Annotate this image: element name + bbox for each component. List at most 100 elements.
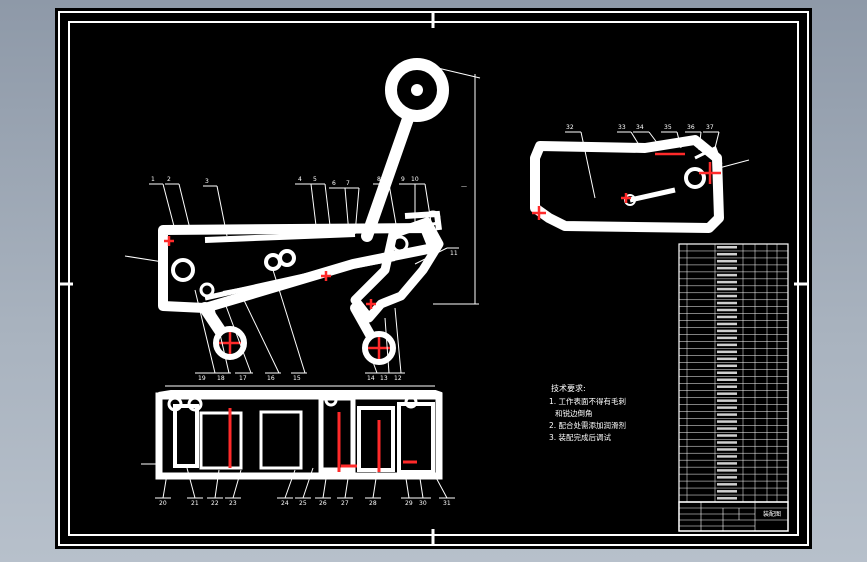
leaders-bottom [194, 269, 405, 374]
parts-row-entry [717, 280, 737, 284]
balloon-32: 32 [566, 124, 574, 131]
parts-row-entry [717, 448, 737, 451]
parts-row-entry [717, 476, 737, 479]
leaders-plan [155, 467, 455, 499]
parts-row-entry [717, 462, 737, 465]
pin-5 [391, 235, 409, 253]
balloon-21: 21 [191, 500, 199, 507]
lower-link-edge [222, 259, 396, 293]
parts-row-entry [717, 273, 737, 277]
plan-view: 20 21 22 23 24 25 26 27 28 29 30 31 [141, 385, 455, 507]
centering-marks [59, 12, 808, 545]
technical-notes: 技术要求: 1. 工作表面不得有毛刺 和锐边倒角 2. 配合处需添加润滑剂 3.… [549, 383, 626, 442]
parts-row-entry [717, 336, 737, 340]
balloon-15: 15 [293, 375, 301, 382]
notes-title: 技术要求: [551, 383, 586, 393]
parts-row-entry [717, 252, 737, 256]
parts-row-entry [717, 385, 737, 388]
plan-part-c [259, 410, 303, 470]
parts-row-entry [717, 406, 737, 409]
balloon-36: 36 [687, 124, 695, 131]
parts-row-entry [717, 392, 737, 395]
center-marks-inset [532, 152, 721, 220]
lever-pin [411, 84, 423, 96]
balloon-14: 14 [367, 375, 375, 382]
balloon-10: 10 [411, 176, 419, 183]
pin-4 [199, 282, 215, 298]
balloon-28: 28 [369, 500, 377, 507]
balloon-8: 8 [377, 176, 381, 183]
balloon-19: 19 [198, 375, 206, 382]
parts-row-entry [717, 357, 737, 361]
parts-row-entry [717, 371, 737, 375]
balloon-13: 13 [380, 375, 388, 382]
title-block-grid [679, 502, 788, 531]
plan-frame [155, 392, 443, 480]
dim-height: — [461, 183, 467, 190]
parts-row-entry [717, 259, 737, 263]
center-marks-plan [228, 408, 417, 472]
balloon-11: 11 [450, 250, 458, 257]
parts-row-entry [717, 455, 737, 458]
parts-row-entry [717, 246, 737, 249]
inset-spring [629, 187, 676, 203]
parts-row-entry [717, 434, 737, 437]
parts-row-entry [717, 441, 737, 444]
parts-row-entry [717, 378, 737, 381]
parts-list-table [678, 243, 789, 503]
parts-row-entry [717, 420, 737, 423]
plan-bolt-1 [167, 396, 183, 412]
inset-roller [684, 167, 706, 189]
parts-row-entry [717, 343, 737, 347]
parts-row-entry [717, 308, 737, 312]
parts-row-entry [717, 301, 737, 305]
plan-part-d [318, 395, 356, 473]
balloon-27: 27 [341, 500, 349, 507]
balloon-3: 3 [205, 178, 209, 185]
balloon-22: 22 [211, 500, 219, 507]
plan-part-e [357, 406, 395, 472]
parts-row-entry [717, 490, 737, 493]
notes-line-3: 2. 配合处需添加润滑剂 [549, 420, 626, 430]
balloon-26: 26 [319, 500, 327, 507]
title-block-frame [678, 501, 789, 532]
plan-bolt-2 [187, 396, 203, 412]
parts-row-entry [717, 427, 737, 430]
parts-row-entry [717, 364, 737, 368]
pin-1 [264, 253, 282, 271]
parts-row-entry [717, 266, 737, 270]
balloon-17: 17 [239, 375, 247, 382]
balloons-inset: 32 33 34 35 36 37 [566, 124, 714, 131]
balloon-9: 9 [401, 176, 405, 183]
parts-row-entry [717, 399, 737, 402]
notes-line-2: 和锐边倒角 [555, 408, 593, 418]
side-view: — 1 2 3 4 5 6 7 8 9 10 11 [124, 58, 481, 382]
leaders-top [149, 183, 432, 237]
balloon-2: 2 [167, 176, 171, 183]
balloon-12: 12 [394, 375, 402, 382]
balloons-side-bottom: 19 18 17 16 15 14 13 12 [198, 375, 402, 382]
balloon-18: 18 [217, 375, 225, 382]
parts-row-entry [717, 315, 737, 319]
balloon-6: 6 [332, 180, 336, 187]
balloon-16: 16 [267, 375, 275, 382]
balloon-23: 23 [229, 500, 237, 507]
balloon-7: 7 [346, 180, 350, 187]
inset-view: 32 33 34 35 36 37 [530, 124, 750, 233]
parts-row-entry [717, 497, 737, 500]
balloons-side-top: 1 2 3 4 5 6 7 8 9 10 [151, 176, 419, 187]
notes-line-4: 3. 装配完成后调试 [549, 432, 612, 442]
plan-part-a [173, 404, 199, 468]
right-linkage [350, 217, 444, 323]
parts-row-entry [717, 350, 737, 354]
leaders-inset [565, 131, 750, 199]
plan-bolt-4 [404, 395, 418, 409]
parts-row-entry [717, 329, 737, 333]
title-block-drawing-name: 装配图 [763, 510, 781, 518]
drawing-sheet: — 1 2 3 4 5 6 7 8 9 10 11 [55, 8, 812, 549]
balloon-4: 4 [298, 176, 302, 183]
balloon-34: 34 [636, 124, 644, 131]
parts-row-entry [717, 413, 737, 416]
center-marks-side [164, 236, 390, 359]
balloon-5: 5 [313, 176, 317, 183]
